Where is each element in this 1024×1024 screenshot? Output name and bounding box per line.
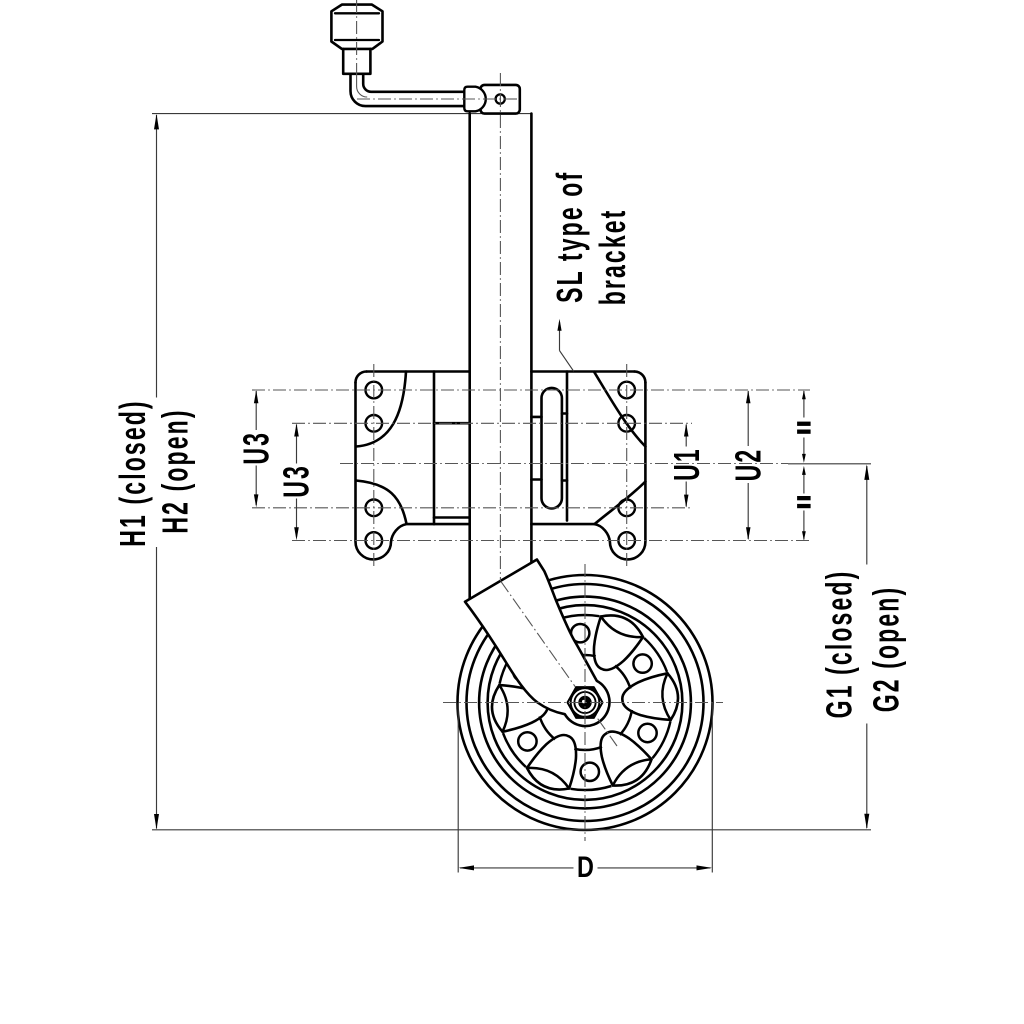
svg-text:U3: U3	[237, 431, 276, 465]
svg-text:D: D	[577, 850, 594, 883]
svg-text:U1: U1	[668, 447, 707, 481]
svg-text:G1 (closed): G1 (closed)	[820, 570, 859, 719]
svg-text:U2: U2	[730, 448, 769, 482]
svg-text:bracket: bracket	[594, 209, 633, 306]
svg-text:SL type of: SL type of	[551, 171, 590, 303]
svg-text:U3: U3	[278, 464, 317, 498]
svg-text:H2 (open): H2 (open)	[156, 408, 195, 533]
svg-text:G2 (open): G2 (open)	[868, 586, 907, 713]
svg-text:H1 (closed): H1 (closed)	[114, 399, 153, 546]
